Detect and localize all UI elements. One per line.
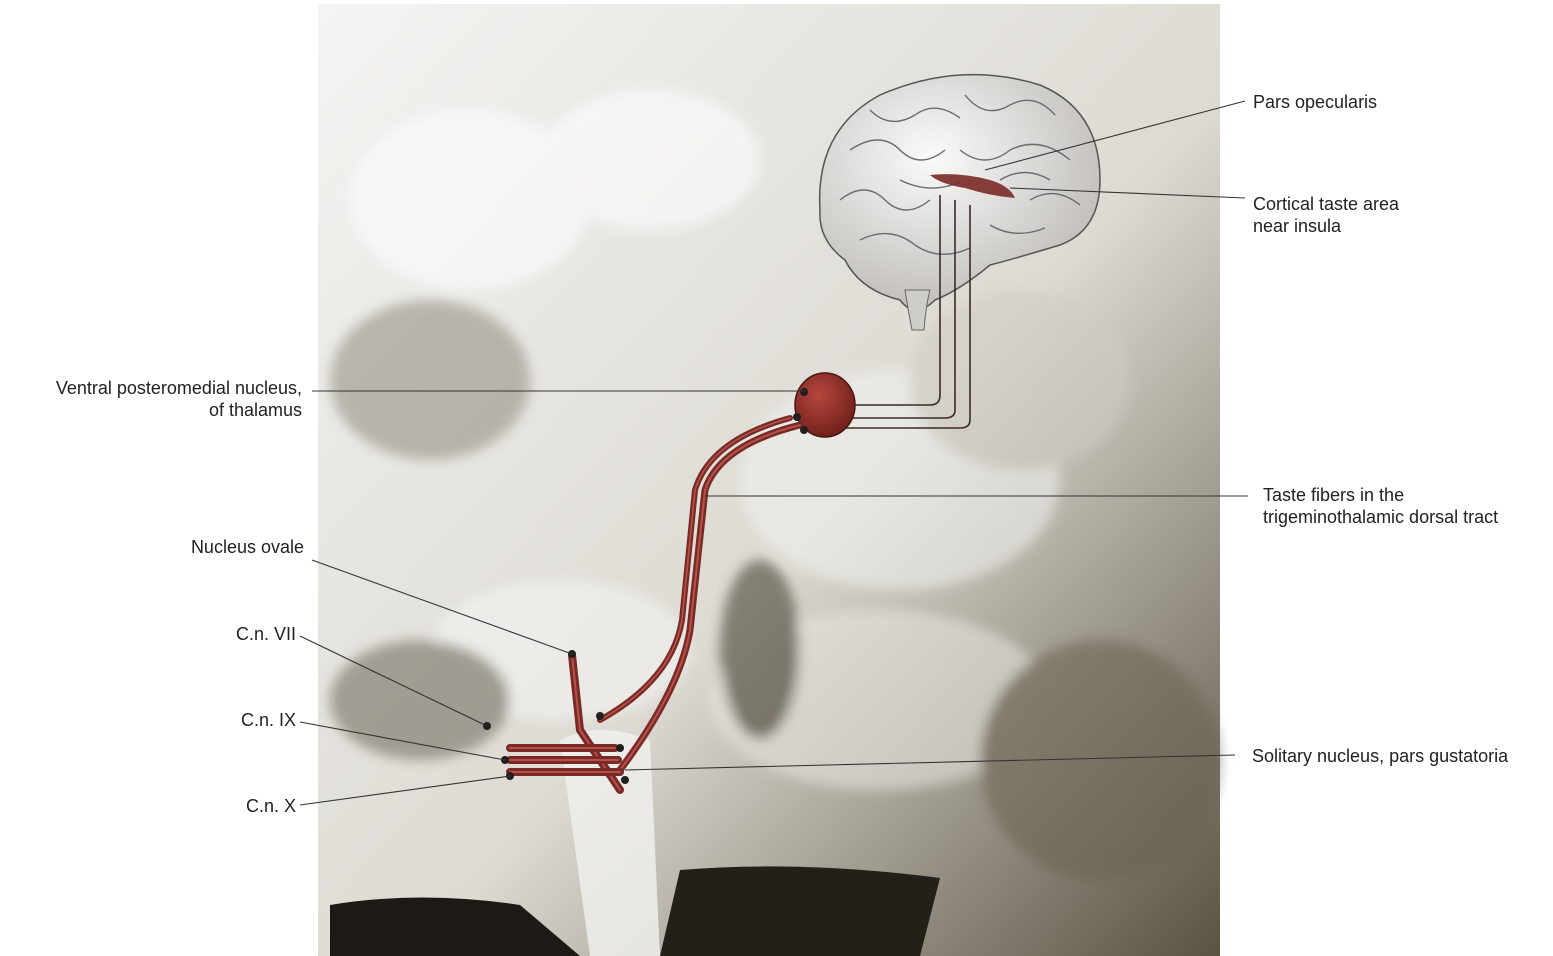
label-cn-vii: C.n. VII [150,623,296,645]
label-text-line-2: of thalamus [10,399,302,421]
label-text: C.n. VII [150,623,296,645]
label-nucleus-ovale: Nucleus ovale [100,536,304,558]
label-text-line-2: trigeminothalamic dorsal tract [1263,506,1498,528]
label-text-line-1: Cortical taste area [1253,193,1399,215]
label-cn-ix: C.n. IX [150,709,296,731]
label-text: Solitary nucleus, pars gustatoria [1252,745,1508,767]
label-pars-opecularis: Pars opecularis [1253,91,1377,113]
label-text: C.n. X [150,795,296,817]
label-text-line-1: Ventral posteromedial nucleus, [10,377,302,399]
label-text: Pars opecularis [1253,91,1377,113]
label-cortical-taste-area: Cortical taste area near insula [1253,193,1399,237]
label-text-line-1: Taste fibers in the [1263,484,1498,506]
label-text-line-2: near insula [1253,215,1399,237]
label-ventral-posteromedial-nucleus: Ventral posteromedial nucleus, of thalam… [10,377,302,421]
label-solitary-nucleus: Solitary nucleus, pars gustatoria [1252,745,1508,767]
label-cn-x: C.n. X [150,795,296,817]
label-taste-fibers: Taste fibers in the trigeminothalamic do… [1263,484,1498,528]
label-text: Nucleus ovale [100,536,304,558]
label-text: C.n. IX [150,709,296,731]
